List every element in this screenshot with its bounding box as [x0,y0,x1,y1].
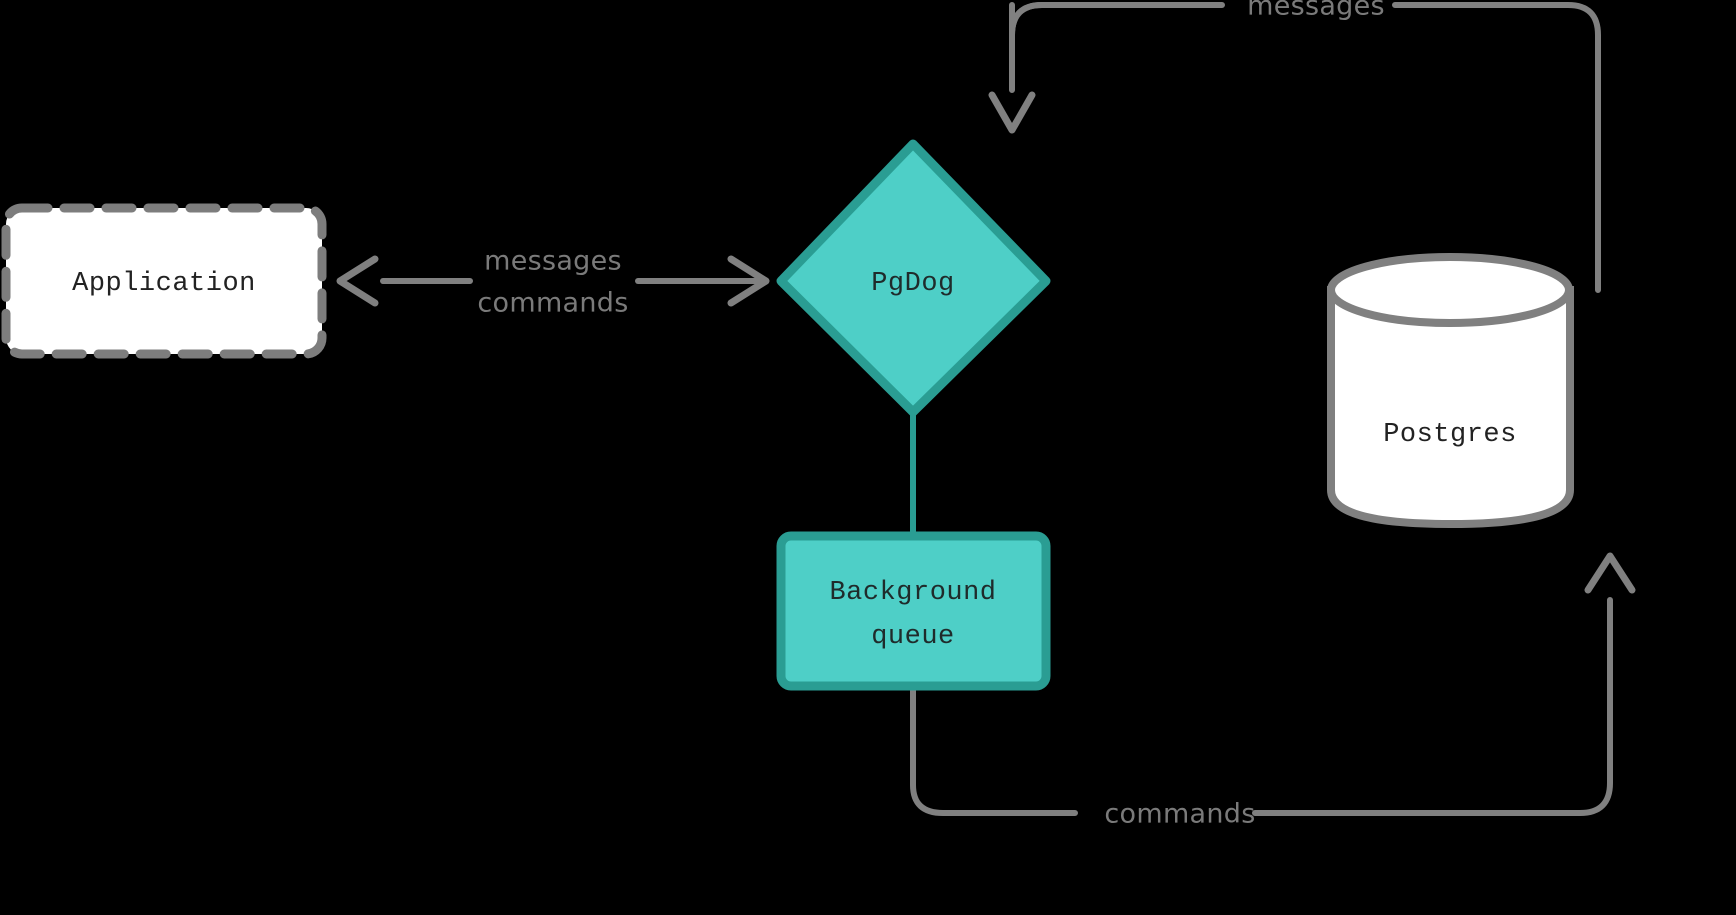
edge-postgres-to-pgdog-arrowhead [988,91,1036,134]
application-label: Application [72,269,256,299]
edge-label-commands-mid: commands [477,288,628,319]
application-box[interactable] [1,203,327,359]
pgdog-label: PgDog [871,269,955,299]
node-application[interactable]: Application [1,203,327,359]
edge-queue-to-postgres-line-right [1252,597,1613,816]
edge-postgres-to-pgdog-line-right [1392,2,1601,293]
edge-label-messages-top: messages [1247,0,1385,22]
edge-postgres-to-pgdog-line-left [1009,2,1225,38]
postgres-label: Postgres [1383,420,1517,450]
edge-queue-to-postgres: commands [910,552,1636,830]
edge-postgres-to-pgdog: messages [988,0,1601,293]
pgdog-diamond[interactable] [776,139,1051,417]
postgres-cylinder-body[interactable] [1327,286,1574,529]
node-background-queue[interactable]: Background queue [776,531,1051,691]
edge-label-commands-bottom: commands [1104,799,1255,830]
edge-app-to-pgdog: messages commands [336,246,770,319]
edge-app-to-pgdog-arrowhead-left [336,255,379,307]
background-queue-label-line1: Background [829,578,996,608]
background-queue-label-line2: queue [871,622,955,652]
node-postgres[interactable]: Postgres [1327,253,1574,529]
edge-app-to-pgdog-arrowhead-right [727,255,770,307]
edge-postgres-to-pgdog-line-descend [1009,2,1045,93]
edge-queue-to-postgres-line-left [910,687,1078,816]
postgres-cylinder-top [1327,253,1573,327]
background-queue-box[interactable] [776,531,1051,691]
edge-queue-to-postgres-arrowhead [1584,552,1636,594]
node-pgdog[interactable]: PgDog [776,139,1051,417]
edge-label-messages-mid: messages [484,246,622,277]
